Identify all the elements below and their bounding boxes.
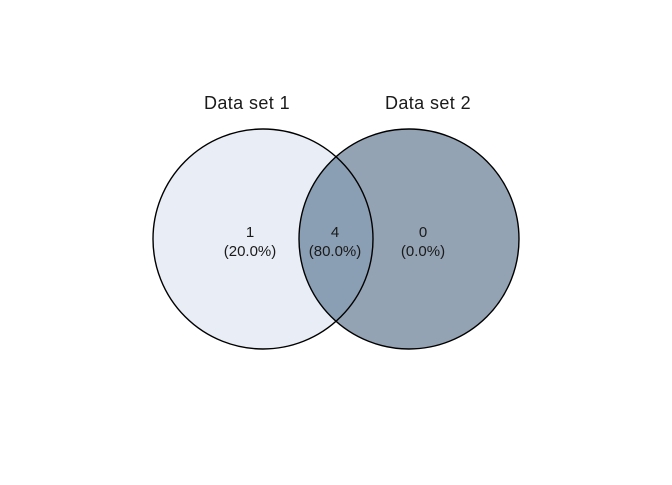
- overlap-count: 4: [331, 224, 339, 241]
- set1-only-count: 1: [246, 224, 254, 241]
- overlap-percent: (80.0%): [309, 243, 362, 260]
- set2-title: Data set 2: [385, 93, 471, 113]
- set2-only-percent: (0.0%): [401, 243, 445, 260]
- set1-title: Data set 1: [204, 93, 290, 113]
- overlap-region-fill: [299, 129, 373, 349]
- overlap-region: [299, 129, 373, 349]
- set1-only-percent: (20.0%): [224, 243, 277, 260]
- set2-circle-outline: [298, 128, 520, 350]
- set1-circle-outline: [152, 128, 374, 350]
- set2-only-count: 0: [419, 224, 427, 241]
